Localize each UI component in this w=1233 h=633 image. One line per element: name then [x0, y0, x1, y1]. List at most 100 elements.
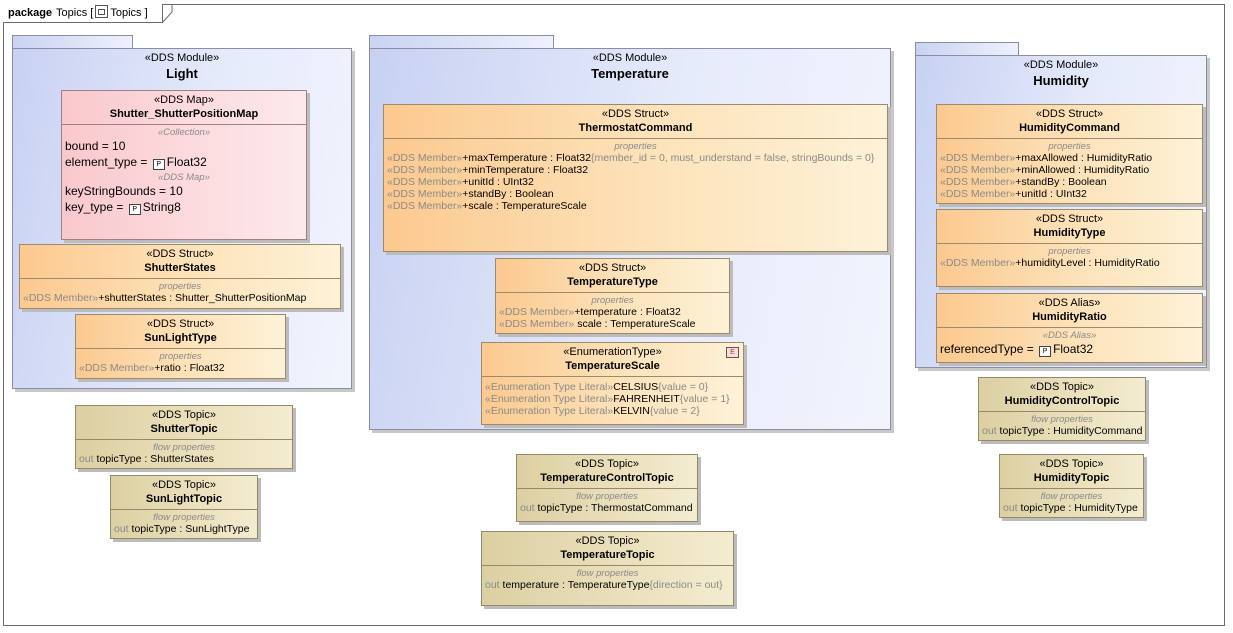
compartment-label: properties — [1048, 141, 1091, 152]
member-row: «DDS Member»+temperature : Float32 — [496, 306, 729, 318]
flow-property-text: topicType : ThermostatCommand — [534, 502, 693, 514]
member-stereotype: «DDS Member» — [940, 188, 1016, 200]
member-text: +ratio : Float32 — [154, 362, 225, 374]
topic-humidity[interactable]: «DDS Topic» HumidityTopic flow propertie… — [999, 454, 1144, 518]
member-stereotype: «DDS Member» — [499, 318, 575, 330]
compartment-label: «DDS Alias» — [1042, 330, 1097, 341]
member-row: «DDS Member»+shutterStates : Shutter_Shu… — [20, 292, 340, 304]
module-stereotype: «DDS Module» — [592, 52, 668, 64]
tagged-value-type: Float32 — [166, 155, 207, 169]
class-sunlight-type[interactable]: «DDS Struct» SunLightType properties «DD… — [75, 314, 286, 379]
class-name: TemperatureType — [567, 276, 658, 288]
package-diagram-icon — [95, 5, 109, 18]
literal-name: CELSIUS — [613, 381, 659, 393]
module-tab-light — [12, 35, 133, 49]
flow-property-row: out topicType : SunLightType — [111, 523, 257, 535]
tagged-value: keyStringBounds = 10 — [65, 184, 183, 198]
class-header: «DDS Struct» ShutterStates — [20, 245, 340, 279]
class-name: HumidityTopic — [1033, 472, 1110, 484]
class-name: SunLightType — [144, 332, 217, 344]
class-stereotype: «DDS Topic» — [152, 409, 216, 421]
member-constraint: {member_id = 0, must_understand = false,… — [590, 152, 875, 164]
compartment-label: properties — [591, 295, 634, 306]
class-header: «DDS Topic» ShutterTopic — [76, 406, 292, 440]
class-header: «DDS Topic» TemperatureTopic — [482, 532, 733, 566]
class-header: «EnumerationType» TemperatureScale — [482, 343, 743, 377]
class-stereotype: «DDS Topic» — [1030, 381, 1094, 393]
class-name: HumidityCommand — [1019, 122, 1120, 134]
flow-direction: out — [1003, 502, 1018, 514]
literal-stereotype: «Enumeration Type Literal» — [485, 393, 614, 405]
class-name: ThermostatCommand — [578, 122, 693, 134]
literal-stereotype: «Enumeration Type Literal» — [485, 405, 614, 417]
frame-keyword: package — [8, 7, 53, 19]
flow-property-row: out topicType : HumidityType — [1000, 502, 1143, 514]
topic-shutter[interactable]: «DDS Topic» ShutterTopic flow properties… — [75, 405, 293, 469]
member-stereotype: «DDS Member» — [940, 257, 1016, 269]
class-header: «DDS Struct» HumidityCommand — [937, 105, 1202, 139]
flow-property-text: topicType : HumidityType — [1017, 502, 1138, 514]
flow-property-row: out topicType : ShutterStates — [76, 453, 292, 465]
member-stereotype: «DDS Member» — [23, 292, 99, 304]
compartment-label: flow properties — [576, 568, 639, 579]
member-stereotype: «DDS Member» — [387, 188, 463, 200]
class-shutter-position-map[interactable]: «DDS Map» Shutter_ShutterPositionMap «Co… — [61, 90, 307, 240]
class-stereotype: «DDS Topic» — [575, 458, 639, 470]
member-row: «DDS Member»+humidityLevel : HumidityRat… — [937, 257, 1202, 269]
tagged-value-label: element_type = — [65, 155, 151, 169]
topic-temperature-control[interactable]: «DDS Topic» TemperatureControlTopic flow… — [516, 454, 698, 522]
class-stereotype: «DDS Struct» — [146, 248, 214, 260]
enumeration-icon: E — [726, 347, 739, 358]
member-text: +scale : TemperatureScale — [462, 200, 587, 212]
class-shutter-states[interactable]: «DDS Struct» ShutterStates properties «D… — [19, 244, 341, 309]
member-text: +unitId : UInt32 — [1015, 188, 1087, 200]
class-name: HumidityRatio — [1032, 311, 1107, 323]
class-temperature-type[interactable]: «DDS Struct» TemperatureType properties … — [495, 258, 730, 334]
class-stereotype: «DDS Struct» — [601, 108, 670, 120]
member-stereotype: «DDS Member» — [387, 176, 463, 188]
class-stereotype: «DDS Struct» — [1035, 213, 1104, 225]
flow-direction: out — [114, 523, 129, 535]
class-humidity-type[interactable]: «DDS Struct» HumidityType properties «DD… — [936, 209, 1203, 287]
flow-direction: out — [79, 453, 94, 465]
flow-property-constraint: {direction = out} — [649, 579, 723, 591]
flow-property-row: out topicType : ThermostatCommand — [517, 502, 697, 514]
class-name: ShutterTopic — [150, 423, 218, 435]
class-humidity-command[interactable]: «DDS Struct» HumidityCommand properties … — [936, 104, 1203, 204]
class-temperature-scale[interactable]: E «EnumerationType» TemperatureScale «En… — [481, 342, 744, 425]
topic-temperature[interactable]: «DDS Topic» TemperatureTopic flow proper… — [481, 531, 734, 606]
member-stereotype: «DDS Member» — [940, 152, 1016, 164]
flow-direction: out — [485, 579, 500, 591]
class-humidity-ratio[interactable]: «DDS Alias» HumidityRatio «DDS Alias» re… — [936, 293, 1203, 363]
topic-humidity-control[interactable]: «DDS Topic» HumidityControlTopic flow pr… — [978, 377, 1146, 441]
member-row: «DDS Member»+scale : TemperatureScale — [384, 200, 887, 212]
compartment-label: flow properties — [153, 442, 215, 453]
primitive-type-icon: P — [1039, 346, 1052, 357]
member-row: «DDS Member»+ratio : Float32 — [76, 362, 285, 374]
enum-literal-row: «Enumeration Type Literal»CELSIUS{value … — [482, 381, 743, 393]
primitive-type-icon: P — [128, 204, 141, 215]
module-name: Temperature — [591, 66, 669, 81]
module-tab-temperature — [369, 35, 554, 49]
class-stereotype: «DDS Topic» — [1039, 458, 1104, 470]
class-header: «DDS Topic» HumidityTopic — [1000, 455, 1143, 489]
member-row: «DDS Member»+unitId : UInt32 — [384, 176, 887, 188]
topic-sunlight[interactable]: «DDS Topic» SunLightTopic flow propertie… — [110, 475, 258, 539]
class-stereotype: «EnumerationType» — [563, 346, 662, 358]
compartment-label: flow properties — [1040, 491, 1103, 502]
flow-property-row: out topicType : HumidityCommand — [979, 425, 1145, 437]
class-stereotype: «DDS Map» — [154, 94, 214, 106]
compartment-label: flow properties — [153, 512, 215, 523]
class-name: TemperatureControlTopic — [540, 472, 674, 484]
tagged-value-label: key_type = — [65, 200, 127, 214]
flow-property-text: topicType : SunLightType — [128, 523, 250, 535]
member-text: scale : TemperatureScale — [574, 318, 696, 330]
class-header: «DDS Topic» SunLightTopic — [111, 476, 257, 510]
frame-tab-corner — [162, 4, 173, 23]
frame-suffix: Topics ] — [110, 7, 148, 19]
member-stereotype: «DDS Member» — [940, 176, 1016, 188]
class-thermostat-command[interactable]: «DDS Struct» ThermostatCommand propertie… — [383, 104, 888, 252]
literal-name: FAHRENHEIT — [613, 393, 680, 405]
